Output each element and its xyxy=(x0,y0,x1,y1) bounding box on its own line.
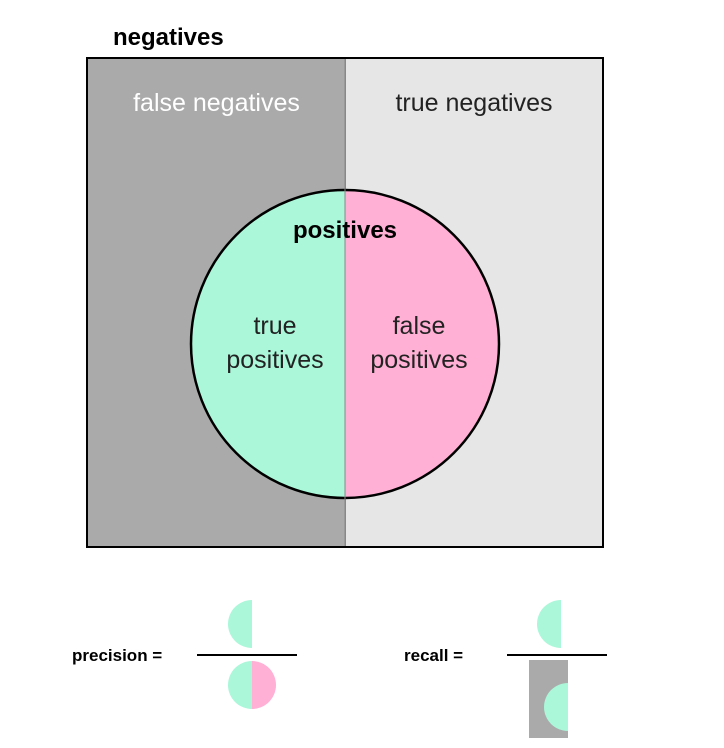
precision-numerator-true-positives-icon xyxy=(228,600,252,648)
false-positives-label: false positives xyxy=(370,312,468,374)
true-positives-label: true positives xyxy=(226,312,324,374)
false-negatives-label: false negatives xyxy=(133,89,300,117)
positives-title: positives xyxy=(292,217,398,244)
recall-numerator-true-positives-icon xyxy=(537,600,561,648)
precision-denominator-false-positives-icon xyxy=(252,661,276,709)
negatives-title: negatives xyxy=(113,24,224,51)
recall-denominator-true-positives-icon xyxy=(544,683,568,731)
precision-fraction xyxy=(197,600,297,709)
precision-label: precision = xyxy=(72,646,163,665)
confusion-diagram: false negatives true negatives positives… xyxy=(86,57,604,548)
recall-fraction xyxy=(507,600,607,738)
true-positives-half xyxy=(191,190,345,498)
false-positives-half xyxy=(345,190,499,498)
precision-denominator-true-positives-icon xyxy=(228,661,252,709)
positives-circle xyxy=(189,59,501,546)
recall-label: recall = xyxy=(404,646,464,665)
true-negatives-label: true negatives xyxy=(395,89,553,117)
